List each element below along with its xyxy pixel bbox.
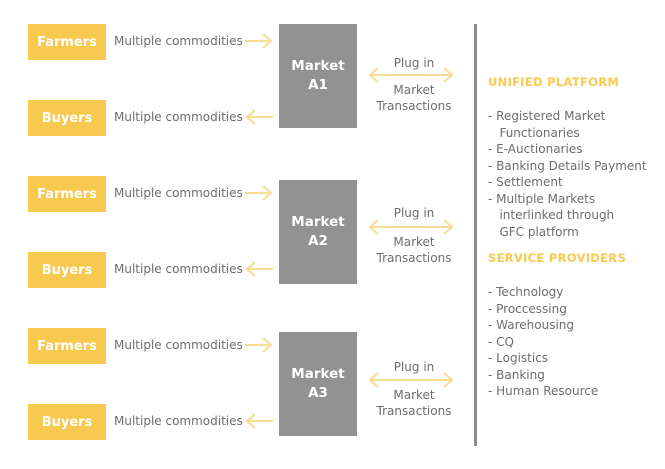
market-a3-title: Market — [291, 366, 345, 382]
right-arrow-icon — [245, 33, 273, 49]
transactions-label-a3: Market Transactions — [359, 387, 469, 419]
double-arrow-icon — [368, 67, 454, 83]
vertical-divider — [474, 24, 477, 446]
plug-in-label-a2: Plug in — [393, 206, 435, 220]
list-item: - Warehousing — [488, 318, 575, 332]
right-arrow-icon — [245, 337, 273, 353]
buyers-box-a3: Buyers — [28, 404, 106, 440]
farmers-box-a2: Farmers — [28, 176, 106, 212]
market-a1-id: A1 — [308, 77, 328, 93]
farmers-commodities-label-a1: Multiple commodities — [114, 34, 243, 48]
list-item: - Proccessing — [488, 301, 567, 316]
list-item: interlinked through — [488, 208, 615, 222]
left-arrow-icon — [245, 109, 273, 125]
list-item: - Banking — [488, 367, 545, 382]
buyers-box-a1: Buyers — [28, 100, 106, 136]
plug-in-label-a3: Plug in — [393, 360, 435, 374]
market-a3-box: Market A3 — [279, 332, 357, 436]
market-a2-id: A2 — [308, 233, 328, 249]
list-item: - Human Resource — [488, 384, 599, 398]
right-arrow-icon — [245, 185, 273, 201]
transactions-label-a1: Market Transactions — [359, 82, 469, 114]
buyers-commodities-label-a1: Multiple commodities — [114, 110, 243, 124]
double-arrow-icon — [368, 219, 454, 235]
service-providers-list: - Technology - Proccessing - Warehousing… — [488, 284, 598, 400]
list-item: - Banking Details Payment — [488, 158, 647, 173]
list-item: - Registered Market — [488, 109, 606, 123]
farmers-commodities-label-a2: Multiple commodities — [114, 186, 243, 200]
double-arrow-icon — [368, 372, 454, 388]
left-arrow-icon — [245, 413, 273, 429]
list-item: - Technology — [488, 285, 564, 299]
market-a1-title: Market — [291, 58, 345, 74]
transactions-line1-a1: Market — [393, 83, 435, 97]
list-item: - E-Auctionaries — [488, 142, 583, 156]
farmers-box-a1: Farmers — [28, 24, 106, 60]
farmers-box-a3: Farmers — [28, 328, 106, 364]
list-item: - Settlement — [488, 175, 563, 189]
list-item: Functionaries — [488, 125, 580, 140]
plug-in-label-a1: Plug in — [393, 56, 435, 70]
list-item: - Multiple Markets — [488, 191, 596, 206]
farmers-commodities-label-a3: Multiple commodities — [114, 338, 243, 352]
unified-platform-list: - Registered Market Functionaries - E-Au… — [488, 108, 647, 240]
transactions-label-a2: Market Transactions — [359, 234, 469, 266]
market-a3-id: A3 — [308, 385, 328, 401]
market-a1-box: Market A1 — [279, 24, 357, 128]
transactions-line1-a2: Market — [393, 235, 435, 249]
buyers-commodities-label-a3: Multiple commodities — [114, 414, 243, 428]
buyers-box-a2: Buyers — [28, 252, 106, 288]
market-a2-title: Market — [291, 214, 345, 230]
market-a2-box: Market A2 — [279, 180, 357, 284]
unified-platform-heading: UNIFIED PLATFORM — [488, 75, 620, 89]
service-providers-heading: SERVICE PROVIDERS — [488, 251, 627, 265]
buyers-commodities-label-a2: Multiple commodities — [114, 262, 243, 276]
left-arrow-icon — [245, 261, 273, 277]
transactions-line1-a3: Market — [393, 388, 435, 402]
list-item: GFC platform — [488, 224, 579, 239]
list-item: - CQ — [488, 334, 514, 349]
list-item: - Logistics — [488, 351, 549, 365]
transactions-line2-a3: Transactions — [376, 404, 452, 418]
transactions-line2-a2: Transactions — [376, 251, 452, 265]
transactions-line2-a1: Transactions — [376, 99, 452, 113]
